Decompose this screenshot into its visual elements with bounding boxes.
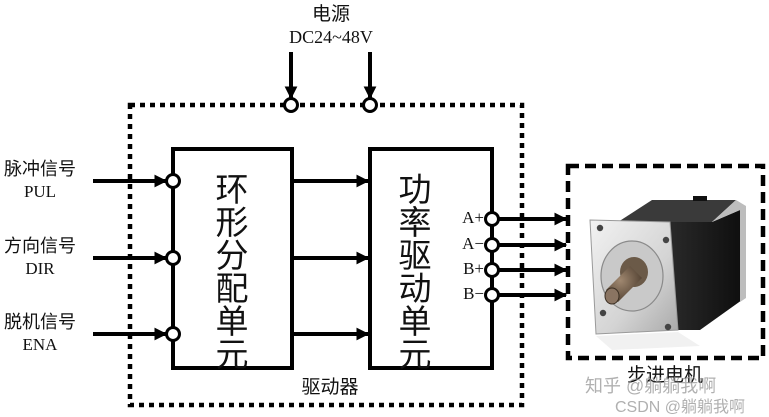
- input-label-dir-cn: 方向信号: [4, 236, 76, 256]
- output-terminal-a-plus: [484, 211, 500, 227]
- output-a-plus: [484, 211, 568, 227]
- input-terminal-pul: [165, 173, 181, 189]
- input-terminal-dir: [165, 250, 181, 266]
- motor-screw: [664, 323, 672, 331]
- input-label-pul-cn: 脉冲信号: [4, 159, 76, 179]
- output-label-a-plus: A+: [462, 208, 484, 227]
- output-terminal-b-minus: [484, 287, 500, 303]
- motor-shaft-tip: [604, 287, 620, 305]
- driver-label: 驱动器: [301, 377, 359, 398]
- input-signal-ena: [93, 326, 181, 342]
- power-terminal-2: [362, 97, 378, 113]
- input-signal-pul: [93, 173, 181, 189]
- motor-connector: [693, 196, 707, 201]
- power-drive-block: [368, 147, 494, 370]
- power-spec: DC24~48V: [289, 27, 373, 47]
- motor-screw: [596, 224, 604, 232]
- output-b-minus: [484, 287, 568, 303]
- ring-distribution-label: 环形分配单元: [215, 173, 249, 374]
- watermark-csdn: CSDN @躺躺我啊: [615, 399, 746, 416]
- power-drive-label: 功率驱动单元: [398, 173, 432, 374]
- input-label-pul-en: PUL: [23, 182, 57, 201]
- power-input-1: [283, 52, 299, 113]
- ring-distribution-block: [171, 147, 294, 370]
- motor-boundary: [565, 163, 766, 361]
- motor-reflection: [596, 332, 700, 350]
- motor-screw: [599, 309, 607, 317]
- output-terminal-b-plus: [484, 262, 500, 278]
- output-b-plus: [484, 262, 568, 278]
- motor-body-side: [668, 210, 742, 330]
- input-label-ena-en: ENA: [22, 335, 58, 354]
- power-input-2: [362, 52, 378, 113]
- motor-label: 步进电机: [626, 365, 703, 386]
- power-title: 电源: [311, 4, 350, 25]
- power-terminal-1: [283, 97, 299, 113]
- stepper-motor-image: [589, 196, 746, 350]
- motor-rear-cap: [712, 200, 746, 302]
- output-label-b-minus: B−: [463, 284, 484, 303]
- input-label-ena-cn: 脱机信号: [4, 312, 76, 332]
- output-terminal-a-minus: [484, 237, 500, 253]
- output-label-b-plus: B+: [463, 259, 484, 278]
- motor-body-top: [618, 200, 736, 222]
- output-a-minus: [484, 237, 568, 253]
- motor-screw: [662, 236, 670, 244]
- output-label-a-minus: A−: [462, 234, 484, 253]
- driver-boundary: [127, 102, 525, 408]
- watermark-zhihu: 知乎 @躺躺我啊: [585, 376, 717, 396]
- input-label-dir-en: DIR: [25, 259, 55, 278]
- input-signal-dir: [93, 250, 181, 266]
- input-terminal-ena: [165, 326, 181, 342]
